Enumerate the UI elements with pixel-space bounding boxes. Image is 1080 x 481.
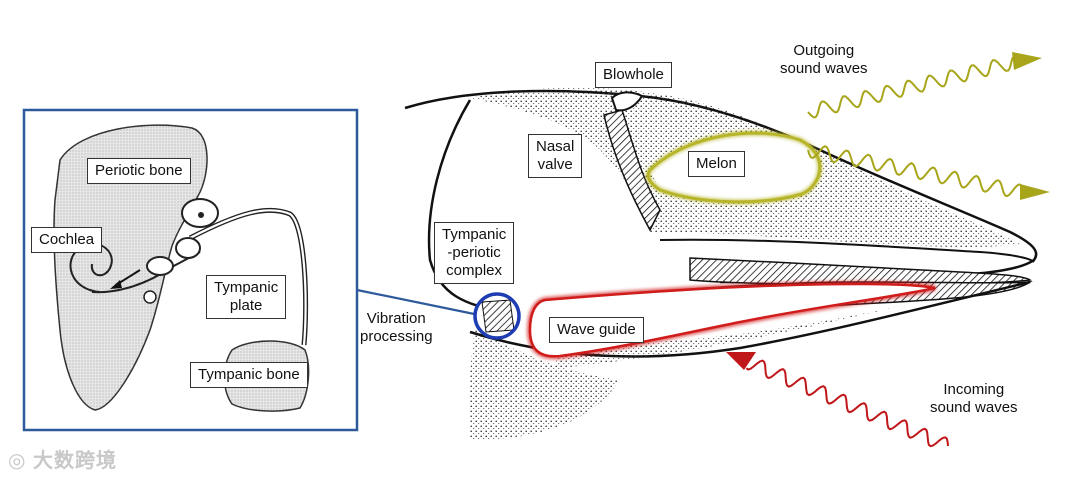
label-tympanic-plate: Tympanic plate bbox=[206, 275, 287, 319]
outgoing-wave-2 bbox=[807, 145, 1024, 198]
inset-connector bbox=[356, 288, 485, 318]
label-blowhole: Blowhole bbox=[595, 62, 672, 88]
label-periotic-bone: Periotic bone bbox=[87, 158, 191, 184]
nasal-passage bbox=[603, 109, 661, 232]
melon-outline bbox=[646, 131, 822, 204]
blowhole-opening bbox=[610, 91, 644, 112]
label-incoming-sound-waves: Incoming sound waves bbox=[930, 381, 1018, 416]
tympanic-plate-inner bbox=[189, 209, 307, 346]
upper-jaw-hatch bbox=[689, 257, 1032, 285]
lower-jaw-tissue bbox=[545, 306, 900, 368]
label-melon: Melon bbox=[688, 151, 745, 177]
tympanic-periotic-complex-circle bbox=[473, 292, 521, 340]
cochlea-arrow-head bbox=[110, 280, 122, 289]
watermark-icon: ◎ bbox=[8, 450, 34, 472]
label-wave-guide: Wave guide bbox=[549, 317, 644, 343]
label-tympanic-periotic-complex: Tympanic -periotic complex bbox=[434, 222, 515, 284]
ossicle-stapes bbox=[146, 256, 174, 276]
periotic-bone-shape bbox=[53, 124, 208, 411]
throat-tissue bbox=[469, 330, 620, 440]
outgoing-wave-1 bbox=[807, 56, 1014, 119]
label-nasal-valve: Nasal valve bbox=[528, 134, 583, 178]
ossicle-mid bbox=[175, 237, 201, 259]
outgoing-arrowhead-1 bbox=[1012, 52, 1042, 70]
incoming-arrowhead bbox=[726, 352, 756, 370]
watermark-logo: ◎ 大数跨境 bbox=[8, 450, 118, 472]
cranium-curve bbox=[427, 99, 506, 314]
outgoing-arrowhead-2 bbox=[1020, 184, 1050, 200]
label-vibration-processing: Vibration processing bbox=[360, 310, 433, 345]
tpc-hatch bbox=[481, 299, 515, 333]
label-tympanic-bone: Tympanic bone bbox=[190, 362, 308, 388]
rostrum-upper bbox=[659, 238, 1035, 263]
ossicle-top-dot bbox=[198, 212, 204, 218]
label-cochlea: Cochlea bbox=[31, 227, 103, 253]
ossicle-small bbox=[143, 290, 157, 304]
incoming-wave bbox=[745, 359, 949, 448]
label-outgoing-sound-waves: Outgoing sound waves bbox=[780, 42, 868, 77]
